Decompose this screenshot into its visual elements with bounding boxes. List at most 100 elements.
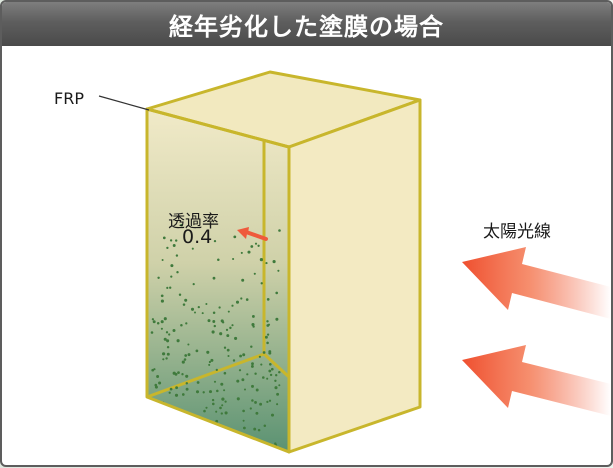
particle-dot [274, 442, 277, 445]
particle-dot [266, 400, 269, 404]
particle-dot [223, 371, 227, 375]
particle-dot [169, 239, 173, 242]
particle-dot [262, 376, 265, 379]
particle-dot [219, 332, 223, 336]
sunlight-arrow-lower [462, 345, 611, 416]
particle-dot [205, 406, 208, 409]
particle-dot [162, 352, 166, 356]
particle-dot [266, 324, 270, 327]
particle-dot [183, 358, 187, 361]
particle-dot [203, 409, 206, 413]
particle-dot [163, 337, 167, 341]
particle-dot [217, 258, 220, 261]
particle-dot [185, 387, 189, 391]
particle-dot [163, 434, 166, 437]
particle-dot [158, 381, 162, 385]
particle-dot [243, 426, 246, 430]
particle-dot [257, 428, 261, 432]
particle-dot [175, 254, 179, 257]
particle-dot [154, 385, 158, 389]
particle-dot [224, 411, 228, 415]
particle-dot [174, 393, 179, 397]
particle-dot [193, 311, 197, 314]
particle-dot [203, 430, 206, 434]
particle-dot [246, 373, 249, 376]
particle-dot [260, 282, 263, 285]
particle-dot [269, 373, 273, 377]
particle-dot [160, 320, 164, 324]
particle-dot [262, 351, 266, 354]
particle-dot [226, 348, 230, 352]
particle-dot [202, 391, 205, 394]
particle-dot [153, 441, 157, 445]
particle-dot [187, 343, 190, 346]
particle-dot [212, 438, 216, 442]
particle-dot [226, 334, 230, 338]
frp-box-illustration [98, 70, 611, 454]
particle-dot [249, 407, 252, 410]
particle-dot [266, 377, 269, 380]
particle-dot [243, 388, 247, 391]
particle-dot [231, 304, 234, 307]
particle-dot [170, 264, 174, 268]
particle-dot [276, 403, 279, 406]
particle-dot [230, 442, 234, 446]
particle-dot [268, 351, 272, 355]
particle-dot [233, 235, 237, 239]
particle-dot [206, 350, 210, 354]
particle-dot [162, 358, 165, 361]
particle-dot [156, 375, 160, 378]
particle-dot [210, 442, 214, 446]
particle-dot [176, 271, 179, 274]
particle-dot [208, 363, 211, 366]
particle-dot [175, 239, 178, 242]
particle-dot [275, 317, 279, 321]
particle-dot [274, 379, 277, 382]
particle-dot [224, 438, 228, 442]
particle-dot [251, 362, 254, 366]
particle-dot [266, 320, 269, 323]
particle-dot [169, 425, 172, 428]
particle-dot [163, 317, 167, 321]
particle-dot [227, 354, 230, 358]
particle-dot [211, 330, 215, 334]
particle-dot [190, 307, 195, 311]
box-front-outline [145, 107, 291, 454]
particle-dot [213, 380, 217, 383]
particle-dot [184, 354, 188, 357]
particle-dot [168, 391, 171, 394]
particle-dot [218, 306, 221, 309]
particle-dot [213, 239, 217, 243]
particle-dot [242, 409, 245, 413]
particle-dot [200, 419, 204, 424]
particle-dot [250, 364, 254, 368]
particle-dot [232, 257, 235, 261]
particle-dot [201, 312, 204, 315]
particle-dot [270, 367, 274, 371]
particle-dot [165, 357, 168, 360]
sunlight-label: 太陽光線 [483, 222, 551, 242]
particle-dot [156, 322, 160, 325]
particle-dot [235, 438, 238, 442]
particle-dot [166, 286, 169, 290]
transmittance-arrow [237, 227, 267, 239]
particle-dot [180, 223, 183, 227]
particle-dot [265, 262, 268, 265]
particle-dot [182, 303, 186, 306]
particle-dot [278, 229, 281, 232]
particle-dot [275, 291, 279, 295]
particle-dot [211, 398, 215, 402]
particle-dot [253, 272, 256, 275]
particle-dot [172, 244, 176, 247]
particle-dot [169, 286, 172, 289]
particle-dot [160, 299, 164, 303]
particle-dot [275, 374, 278, 377]
particle-dot [251, 323, 255, 327]
particle-dot [221, 404, 224, 407]
particle-dot [196, 381, 200, 384]
particle-dot [229, 326, 232, 330]
particle-dot [150, 331, 154, 334]
frp-label: FRP [54, 89, 84, 108]
particle-dot [219, 406, 222, 410]
particle-dot [225, 328, 229, 332]
